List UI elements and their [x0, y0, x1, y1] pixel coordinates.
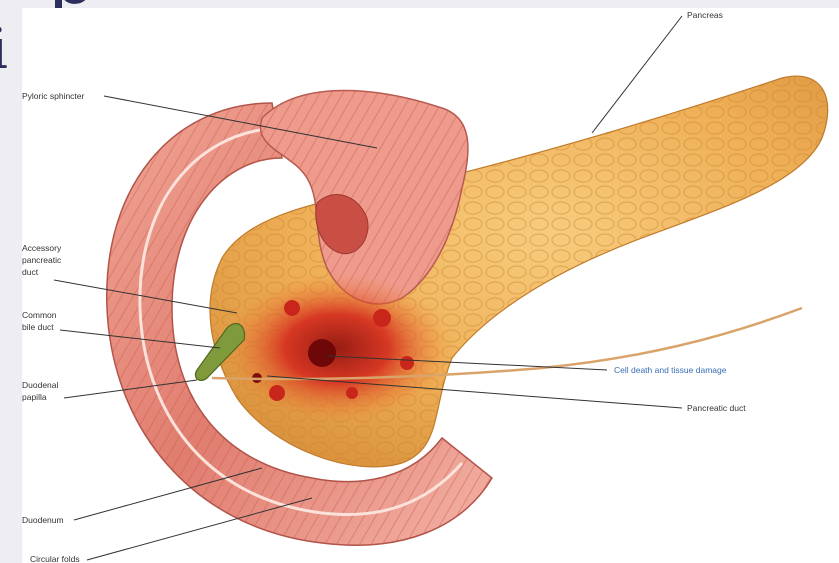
- damage-spot: [346, 387, 358, 399]
- damage-spot: [269, 385, 285, 401]
- label-duodenal-papilla-1: Duodenal: [22, 380, 59, 390]
- label-common-bile-duct-2: bile duct: [22, 322, 54, 332]
- label-accessory-duct-3: duct: [22, 267, 39, 277]
- label-pancreas: Pancreas: [687, 10, 723, 20]
- label-pyloric-sphincter: Pyloric sphincter: [22, 91, 85, 101]
- label-common-bile-duct-1: Common: [22, 310, 57, 320]
- label-cell-death: Cell death and tissue damage: [614, 365, 727, 375]
- pancreas-illustration: Pancreas Pyloric sphincter Accessory pan…: [22, 8, 839, 563]
- damage-region: [222, 273, 452, 423]
- damage-spot: [400, 356, 414, 370]
- damage-spot: [284, 300, 300, 316]
- label-accessory-duct-2: pancreatic: [22, 255, 62, 265]
- pancreas-diagram-svg: Pancreas Pyloric sphincter Accessory pan…: [22, 8, 839, 563]
- label-circular-folds: Circular folds: [30, 554, 80, 563]
- damage-spot: [373, 309, 391, 327]
- label-pancreatic-duct: Pancreatic duct: [687, 403, 746, 413]
- damage-spot: [308, 339, 336, 367]
- label-duodenal-papilla-2: papilla: [22, 392, 47, 402]
- slide-title-fragment-2: i: [0, 22, 8, 78]
- label-duodenum: Duodenum: [22, 515, 64, 525]
- label-accessory-duct-1: Accessory: [22, 243, 62, 253]
